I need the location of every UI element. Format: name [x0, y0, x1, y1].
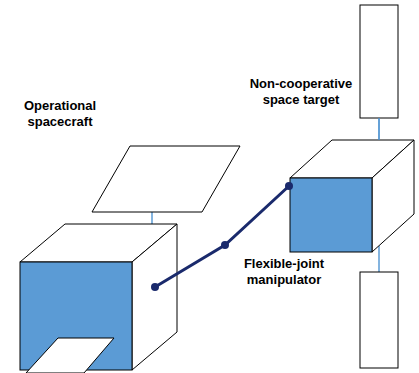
manipulator-link [155, 186, 289, 287]
part-label: Flexible-joint manipulator [236, 256, 332, 288]
solar-panel [92, 146, 240, 212]
solar-panel [360, 5, 398, 118]
solar-panel [26, 338, 114, 373]
part-label: Operational spacecraft [12, 98, 108, 130]
panel-mast [378, 246, 380, 272]
solar-panel [360, 272, 398, 368]
joint-dot [285, 182, 293, 190]
panel-mast [378, 118, 380, 140]
cube-side-face [132, 224, 177, 370]
joint-dot [151, 283, 159, 291]
part-label: Non-cooperative space target [245, 76, 357, 108]
cube-front-face [290, 178, 372, 252]
joint-dot [221, 241, 229, 249]
cube-side-face [372, 140, 414, 252]
